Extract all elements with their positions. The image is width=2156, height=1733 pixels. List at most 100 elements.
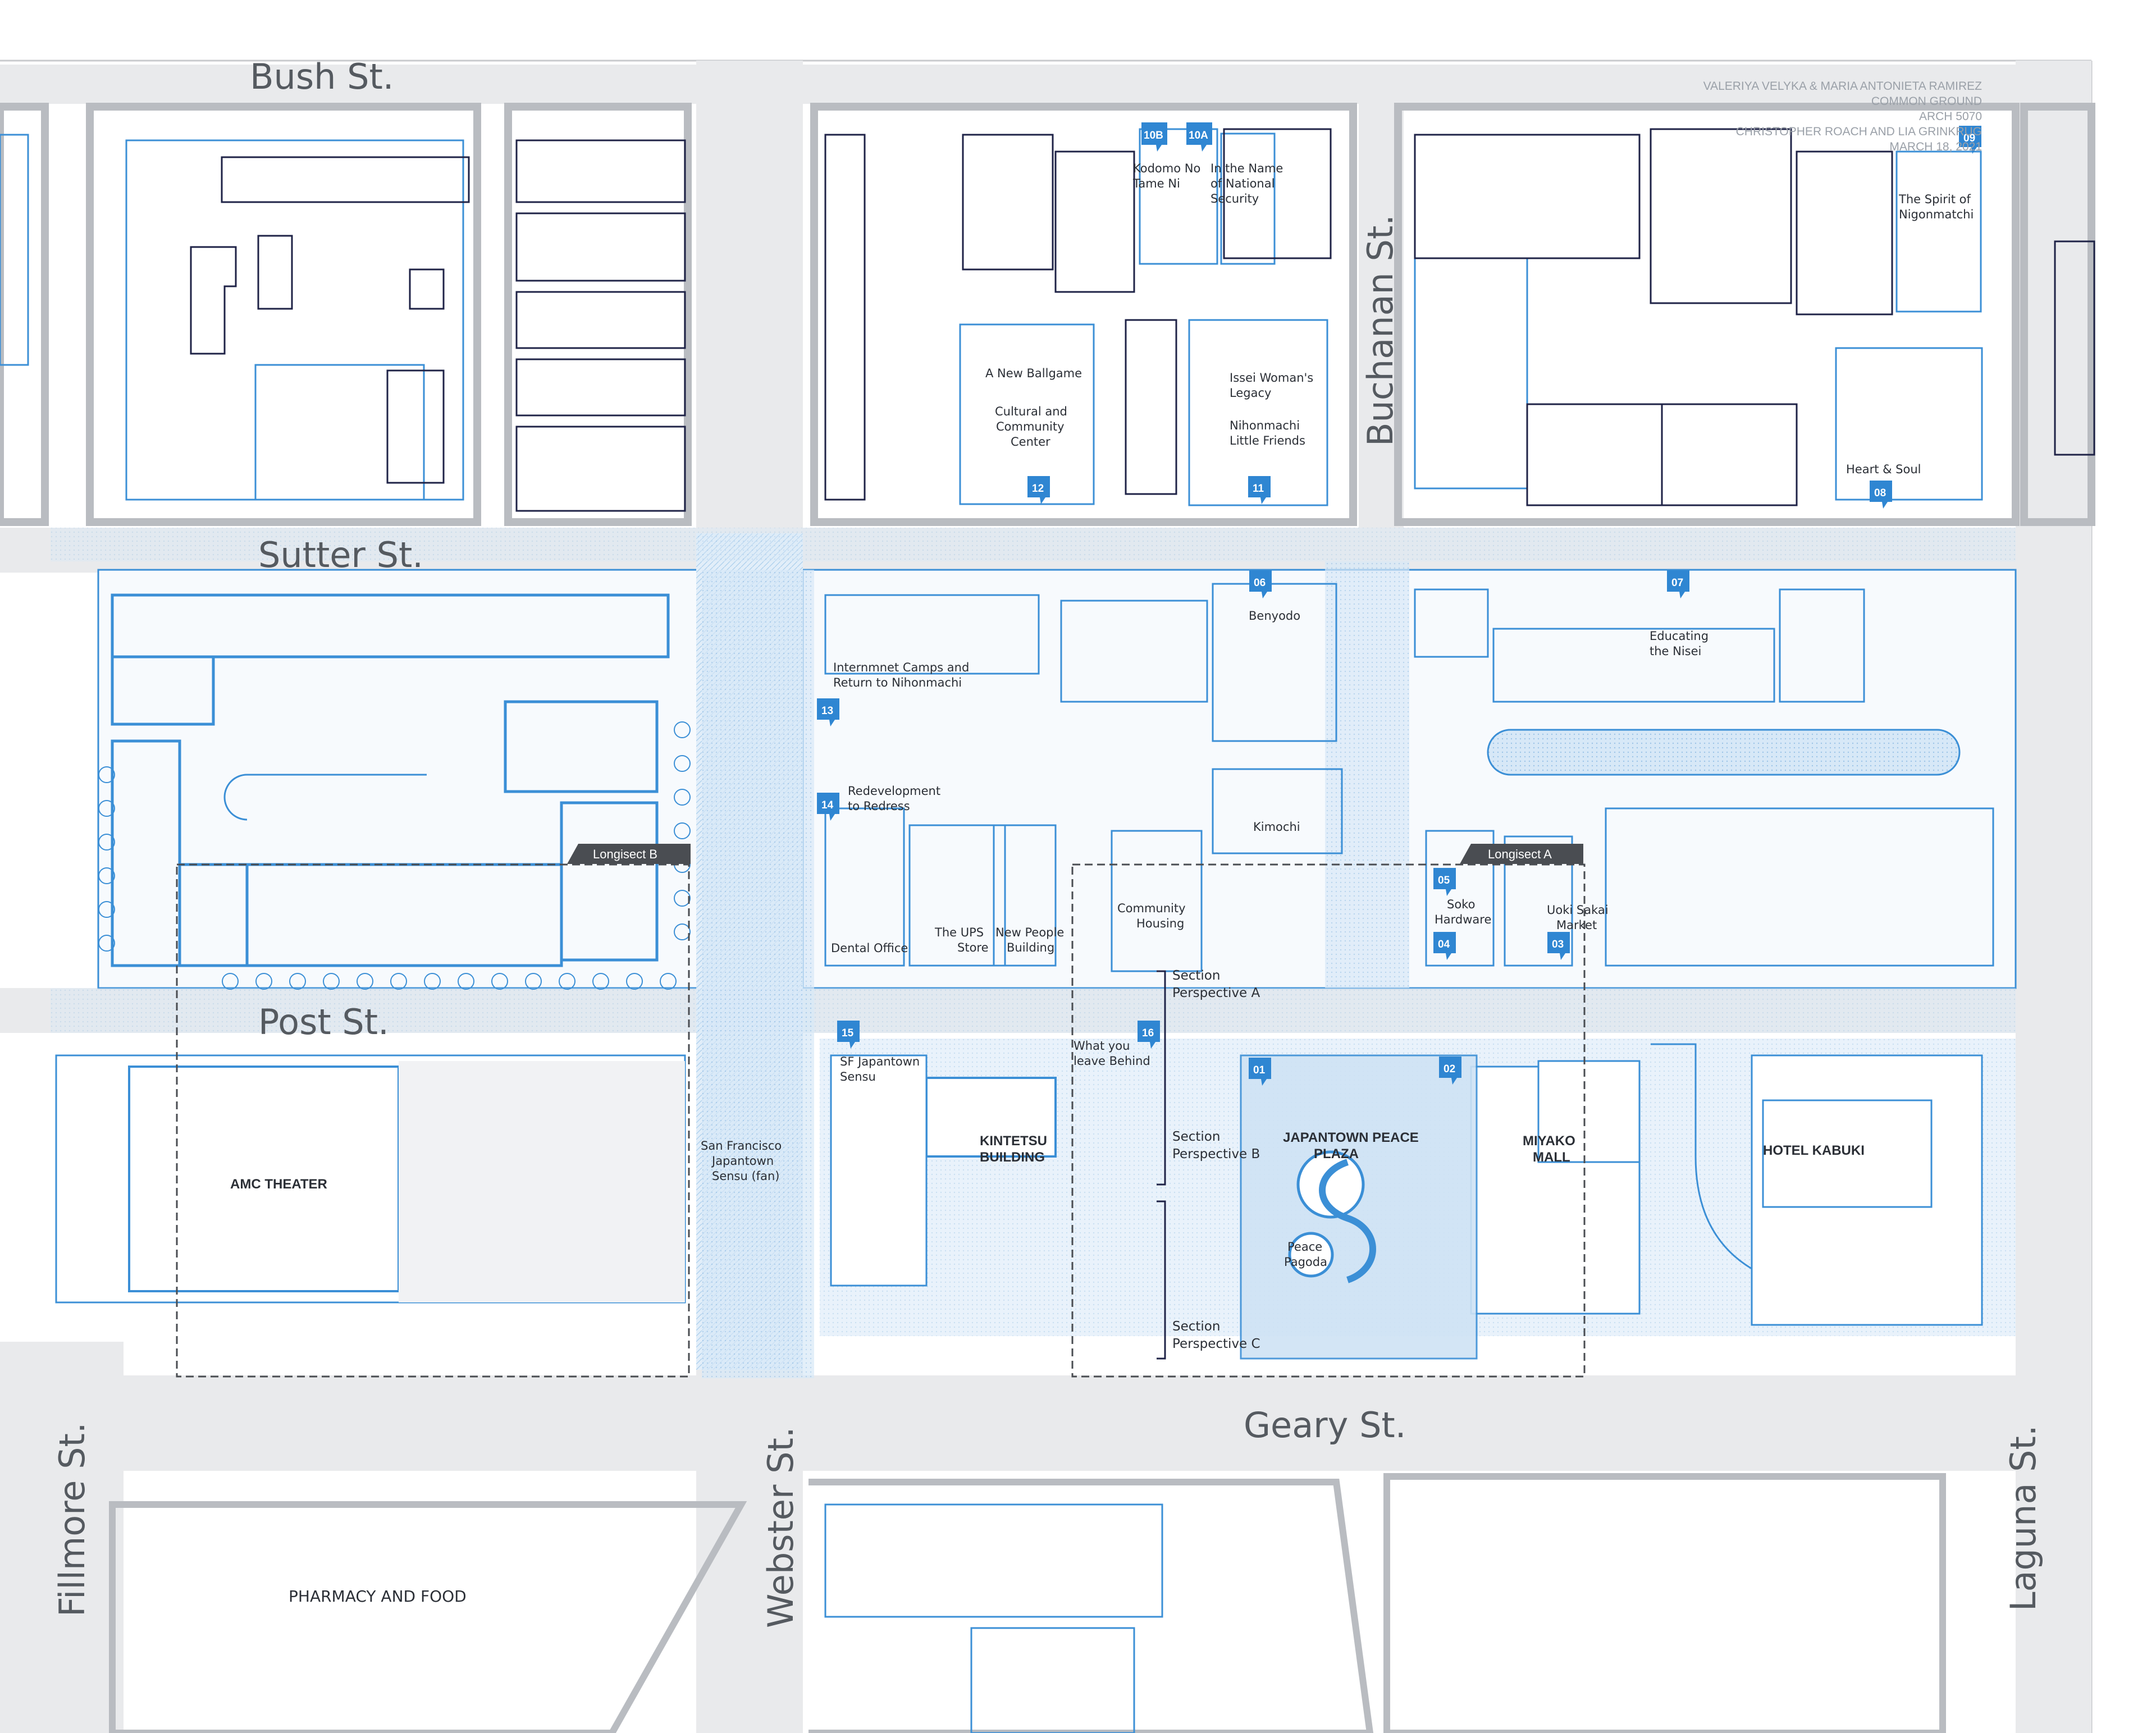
marker-14[interactable]: 14 [817,793,839,821]
svg-text:08: 08 [1874,487,1886,499]
svg-text:09: 09 [1963,132,1975,144]
svg-text:07: 07 [1671,577,1683,589]
poi-miyako-2: MALL [1533,1150,1570,1165]
poi-fan-3: Sensu (fan) [712,1169,779,1183]
poi-issei-1: Issei Woman's [1230,371,1313,385]
marker-09[interactable]: 09 [1959,126,1981,154]
svg-text:10A: 10A [1189,130,1208,141]
svg-text:13: 13 [821,705,833,717]
section-a-2: Perspective A [1172,986,1260,1000]
marker-16[interactable]: 16 [1138,1021,1160,1049]
poi-pagoda-1: Peace [1287,1240,1322,1254]
marker-06[interactable]: 06 [1249,570,1272,598]
markers: 10B 10A 09 12 11 08 06 07 [817,122,1981,1086]
poi-issei-2: Legacy [1230,386,1271,400]
marker-05[interactable]: 05 [1433,868,1456,896]
poi-plaza-2: PLAZA [1314,1146,1359,1162]
marker-11[interactable]: 11 [1248,476,1271,504]
poi-kimochi: Kimochi [1253,820,1300,834]
marker-13[interactable]: 13 [817,698,839,726]
street-label-bush: Bush St. [250,56,394,97]
svg-text:06: 06 [1254,577,1266,589]
street-label-sutter: Sutter St. [258,534,423,575]
street-label-webster: Webster St. [760,1427,801,1629]
poi-heart-soul: Heart & Soul [1846,463,1921,476]
poi-spirit-2: Nigonmatchi [1899,208,1974,221]
section-labels: Section Perspective A Section Perspectiv… [1172,968,1260,1351]
credit-authors: VALERIYA VELYKA & MARIA ANTONIETA RAMIRE… [1703,80,1982,93]
poi-cultural-1: Cultural and [995,405,1067,418]
poi-kintetsu-1: KINTETSU [980,1133,1047,1149]
svg-text:02: 02 [1444,1063,1455,1075]
poi-educating-1: Educating [1650,629,1709,643]
longisect-b[interactable]: Longisect B [567,844,691,864]
poi-leave-1: What you [1074,1039,1130,1053]
poi-name-2: of National [1211,177,1275,190]
poi-pagoda-2: Pagoda [1284,1255,1327,1269]
poi-internment-1: Internmnet Camps and [833,661,969,674]
svg-text:11: 11 [1253,483,1264,495]
marker-12[interactable]: 12 [1027,476,1050,504]
svg-text:15: 15 [842,1027,854,1039]
svg-text:03: 03 [1552,939,1564,950]
street-label-fillmore: Fillmore St. [52,1422,93,1617]
poi-name-1: In the Name [1211,162,1283,175]
credit-date: MARCH 18, 2021 [1889,140,1982,153]
credits-block: VALERIYA VELYKA & MARIA ANTONIETA RAMIRE… [1703,79,1982,154]
marker-10b[interactable]: 10B [1141,122,1167,152]
svg-text:Longisect A: Longisect A [1488,847,1552,861]
poi-internment-2: Return to Nihonmachi [833,676,962,689]
poi-ups-2: Store [957,941,989,954]
marker-07[interactable]: 07 [1667,570,1689,598]
marker-15[interactable]: 15 [837,1021,860,1049]
poi-housing-2: Housing [1136,917,1184,930]
sutter-buchanan-buildings [824,583,1994,972]
marker-04[interactable]: 04 [1433,932,1456,960]
svg-text:Longisect B: Longisect B [593,847,657,861]
street-label-laguna: Laguna St. [2003,1425,2044,1611]
poi-benyodo: Benyodo [1249,609,1300,623]
svg-text:14: 14 [821,799,834,811]
poi-cultural-2: Community [996,420,1065,433]
poi-redevelopment-2: to Redress [848,799,910,813]
marker-10a[interactable]: 10A [1186,122,1212,152]
poi-little-2: Little Friends [1230,434,1305,447]
poi-fan-1: San Francisco [701,1139,782,1153]
middle-blocks-fill [51,528,2017,1378]
section-cut-lines [1157,970,1166,1360]
section-c-2: Perspective C [1172,1337,1260,1351]
sutter-loop-road [223,729,1961,821]
peace-plaza [1240,1054,1478,1360]
street-label-post: Post St. [258,1002,389,1042]
credit-instructors: CHRISTOPHER ROACH AND LIA GRINKRUG [1735,125,1982,138]
poi-name-3: Security [1211,192,1259,205]
marker-08[interactable]: 08 [1870,481,1892,509]
poi-kintetsu-2: BUILDING [980,1150,1045,1165]
poi-educating-2: the Nisei [1650,644,1701,658]
poi-uoki-2: Market [1556,918,1597,932]
longisect-a[interactable]: Longisect A [1460,844,1583,864]
marker-02[interactable]: 02 [1439,1057,1461,1085]
svg-text:12: 12 [1032,483,1044,495]
marker-03[interactable]: 03 [1547,932,1570,960]
poi-dental: Dental Office [831,941,908,955]
poi-kodomo-2: Tame Ni [1132,177,1180,190]
north-blocks [0,103,2095,526]
street-label-buchanan: Buchanan St. [1360,214,1401,446]
poi-newpeople-1: New People [995,926,1064,939]
credit-course: ARCH 5070 [1919,110,1982,123]
marker-01[interactable]: 01 [1249,1058,1271,1086]
poi-labels: Kodomo No Tame Ni In the Name of Nationa… [230,162,1974,1606]
poi-kodomo-1: Kodomo No [1133,162,1200,175]
poi-redevelopment-1: Redevelopment [848,784,940,798]
poi-sensu-2: Sensu [840,1070,876,1083]
section-a-1: Section [1172,968,1220,983]
poi-pharmacy: PHARMACY AND FOOD [289,1587,467,1606]
post-geary-blocks [55,1039,2016,1336]
svg-text:16: 16 [1142,1027,1154,1039]
sutter-fillmore-buildings [111,593,670,967]
sutter-fillmore-trees [98,721,691,990]
poi-leave-2: leave Behind [1074,1054,1150,1068]
poi-spirit-1: The Spirit of [1898,193,1971,206]
